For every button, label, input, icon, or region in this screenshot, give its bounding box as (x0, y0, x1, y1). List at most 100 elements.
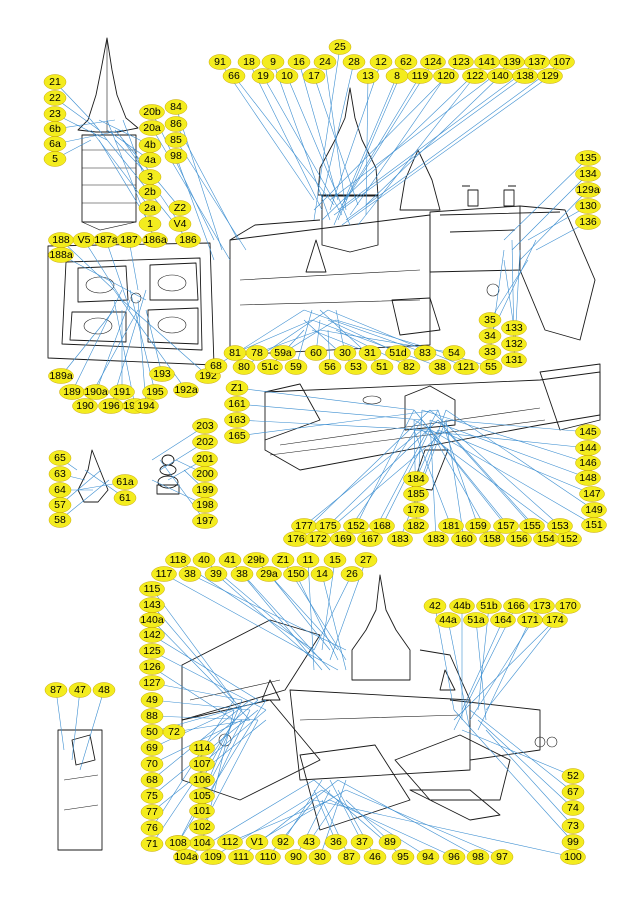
part-number-tag: 157 (493, 518, 519, 534)
tag-label: 38 (236, 568, 248, 580)
tag-badge (261, 54, 285, 70)
part-number-tag: 190 (72, 398, 98, 414)
tag-badge (575, 166, 601, 182)
part-number-tag: 82 (397, 359, 421, 375)
part-number-tag: 62 (394, 54, 418, 70)
part-number-tag: 108 (165, 835, 191, 851)
tag-badge (370, 359, 394, 375)
tag-label: 75 (146, 790, 158, 802)
part-number-tag: 25 (328, 39, 352, 55)
tag-label: 3 (147, 171, 153, 183)
lower-castle-drawing (181, 574, 558, 831)
part-number-tag: 34 (478, 328, 502, 344)
part-number-tag: 95 (391, 849, 415, 865)
tag-label: 80 (238, 361, 250, 373)
tag-label: 70 (146, 758, 158, 770)
part-number-tag: 26 (340, 566, 364, 582)
tag-label: 47 (74, 684, 86, 696)
leader-line (189, 573, 347, 651)
leader-line (151, 650, 267, 711)
tag-label: 131 (505, 354, 523, 366)
tag-label: 11 (303, 554, 314, 566)
part-number-tag: 37 (350, 834, 374, 850)
leader-line (313, 75, 359, 206)
leader-line (256, 789, 347, 843)
tag-label: 184 (407, 473, 425, 485)
leader-line (337, 779, 479, 858)
tag-label: 67 (567, 786, 579, 798)
tag-label: 65 (54, 452, 66, 464)
part-number-tag: 27 (354, 552, 378, 568)
tag-label: 127 (143, 677, 161, 689)
tag-badge (423, 598, 447, 614)
tag-label: 170 (559, 600, 577, 612)
part-number-tag: 151 (581, 517, 607, 533)
tag-label: 61a (116, 476, 134, 488)
tag-label: 148 (579, 472, 597, 484)
part-number-tag: 11 (296, 552, 320, 568)
tag-badge (519, 518, 545, 534)
part-number-tag: 129a (575, 182, 601, 198)
leader-line (128, 239, 139, 291)
tag-label: 10 (281, 70, 293, 82)
tag-label: 87 (50, 684, 62, 696)
leader-line (445, 419, 465, 540)
part-number-tag: 129 (537, 68, 563, 84)
tag-label: 190a (84, 386, 108, 398)
leader-line (151, 425, 206, 461)
tag-badge (44, 682, 68, 698)
tag-badge (575, 470, 601, 486)
tag-badge (112, 474, 138, 490)
part-number-tag: 202 (192, 434, 218, 450)
tag-badge (342, 54, 366, 70)
part-number-tag: 136 (575, 214, 601, 230)
tag-label: 138 (516, 70, 534, 82)
tag-label: 163 (228, 414, 246, 426)
tag-label: 30 (314, 851, 326, 863)
tag-label: 4b (144, 139, 156, 151)
part-number-tag: 137 (524, 54, 550, 70)
part-number-tag: 171 (517, 612, 543, 628)
leader-line (429, 419, 589, 479)
part-number-tag: 51d (385, 345, 411, 361)
leader-line (236, 387, 415, 411)
leader-line (313, 799, 574, 858)
tag-badge (275, 68, 299, 84)
part-number-tag: 59a (270, 345, 296, 361)
tag-label: 55 (485, 361, 497, 373)
part-number-tag: 139 (499, 54, 525, 70)
tag-label: 102 (193, 821, 211, 833)
part-number-tag: 127 (139, 675, 165, 691)
part-number-tag: 99 (561, 834, 585, 850)
part-number-tag: 92 (271, 834, 295, 850)
tag-label: 183 (391, 533, 409, 545)
tag-badge (555, 598, 581, 614)
tag-badge (318, 359, 342, 375)
leader-line (355, 409, 415, 527)
tag-badge (168, 216, 192, 232)
tag-badge (328, 39, 352, 55)
part-number-tag: 181 (438, 518, 464, 534)
tag-badge (561, 834, 585, 850)
tag-badge (257, 359, 283, 375)
leader-line (369, 409, 439, 540)
leader-line (413, 409, 520, 540)
part-number-tag: 166 (503, 598, 529, 614)
tag-label: 94 (422, 851, 434, 863)
tag-badge (142, 384, 168, 400)
tag-badge (138, 152, 162, 168)
tag-badge (164, 148, 188, 164)
tag-label: 171 (521, 614, 539, 626)
part-number-tag: 156 (506, 531, 532, 547)
tag-label: 181 (442, 520, 460, 532)
tag-label: 177 (295, 520, 313, 532)
tag-label: 23 (49, 108, 61, 120)
leader-line (105, 239, 131, 311)
part-number-tag: 160 (451, 531, 477, 547)
tag-label: 135 (579, 152, 597, 164)
tag-badge (313, 54, 337, 70)
part-number-tag: 64 (48, 482, 72, 498)
leader-line (151, 619, 251, 721)
part-number-tag: 74 (561, 800, 585, 816)
tag-label: 17 (308, 70, 320, 82)
